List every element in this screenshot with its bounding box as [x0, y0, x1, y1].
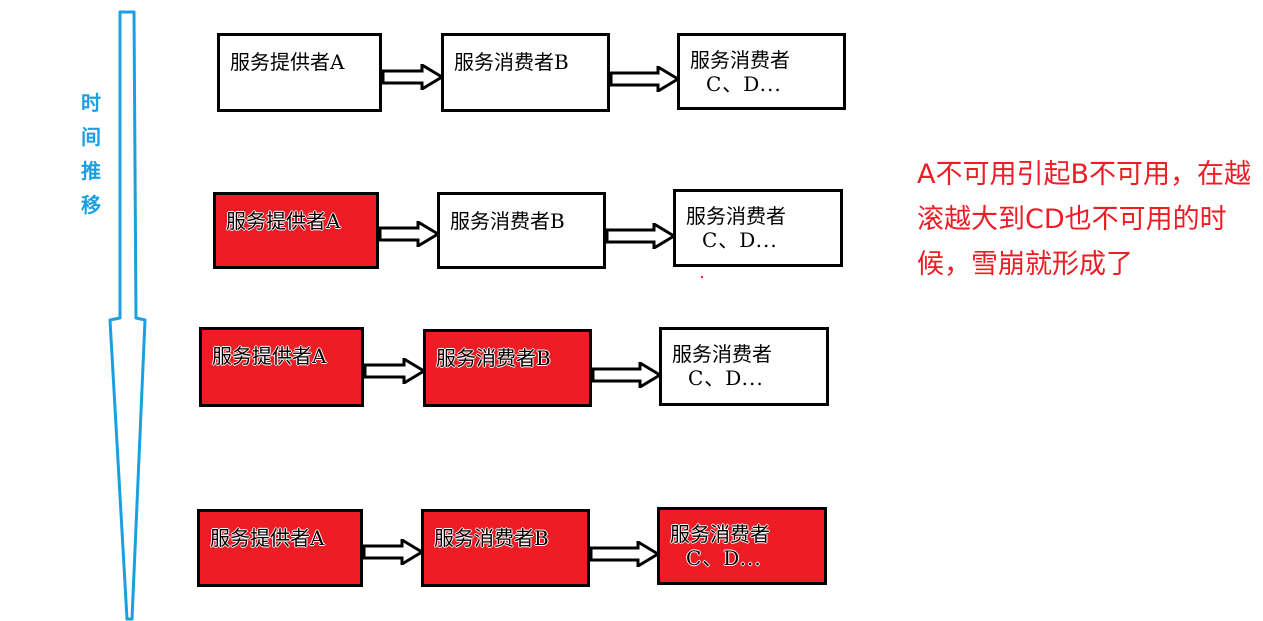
box-label: 服务消费者B [454, 50, 569, 74]
box-label-line1: 服务消费者 [686, 204, 786, 228]
row3-arrow-b-to-cd [592, 362, 662, 388]
box-label: 服务提供者A [226, 209, 341, 233]
box-label: 服务消费者B [434, 526, 549, 550]
row3-provider-a-box: 服务提供者A [199, 327, 364, 407]
time-progression-label: 时 间 推 移 [78, 86, 104, 222]
box-label: 服务提供者A [230, 50, 345, 74]
row3-consumer-b-box: 服务消费者B [423, 329, 592, 407]
row2-consumer-b-box: 服务消费者B [437, 192, 606, 269]
box-label-line1: 服务消费者 [670, 522, 770, 546]
time-label-char: 时 [81, 91, 101, 115]
row1-arrow-b-to-cd [610, 66, 680, 92]
row2-provider-a-box: 服务提供者A [213, 192, 379, 269]
row2-arrow-b-to-cd [606, 223, 676, 249]
avalanche-explanation-note: A不可用引起B不可用，在越滚越大到CD也不可用的时候，雪崩就形成了 [917, 159, 1251, 280]
box-label-line1: 服务消费者 [672, 342, 772, 366]
row3-arrow-a-to-b [364, 358, 426, 384]
row4-provider-a-box: 服务提供者A [197, 509, 363, 587]
row1-consumer-b-box: 服务消费者B [441, 33, 610, 112]
row4-consumer-b-box: 服务消费者B [421, 509, 590, 587]
box-label: 服务消费者B [450, 209, 565, 233]
row4-arrow-a-to-b [363, 539, 424, 565]
row1-arrow-a-to-b [382, 64, 444, 90]
row1-provider-a-box: 服务提供者A [217, 33, 382, 112]
box-label: 服务提供者A [212, 344, 327, 368]
time-label-char: 推 [81, 159, 101, 183]
row4-consumer-cd-box: 服务消费者 C、D... [657, 507, 827, 585]
timeline-arrow [108, 10, 147, 621]
time-label-char: 间 [81, 125, 101, 149]
stray-dot [701, 276, 703, 278]
row4-arrow-b-to-cd [590, 541, 660, 567]
time-label-char: 移 [81, 193, 101, 217]
box-label-line2: C、D... [688, 366, 764, 390]
row1-consumer-cd-box: 服务消费者 C、D... [677, 33, 846, 110]
box-label-line1: 服务消费者 [690, 48, 790, 72]
box-label: 服务提供者A [210, 526, 325, 550]
box-label: 服务消费者B [436, 346, 551, 370]
row2-arrow-a-to-b [379, 221, 440, 247]
box-label-line2: C、D... [702, 228, 778, 252]
row2-consumer-cd-box: 服务消费者 C、D... [673, 189, 843, 267]
box-label-line2: C、D... [686, 546, 762, 570]
row3-consumer-cd-box: 服务消费者 C、D... [659, 327, 829, 406]
box-label-line2: C、D... [706, 72, 782, 96]
